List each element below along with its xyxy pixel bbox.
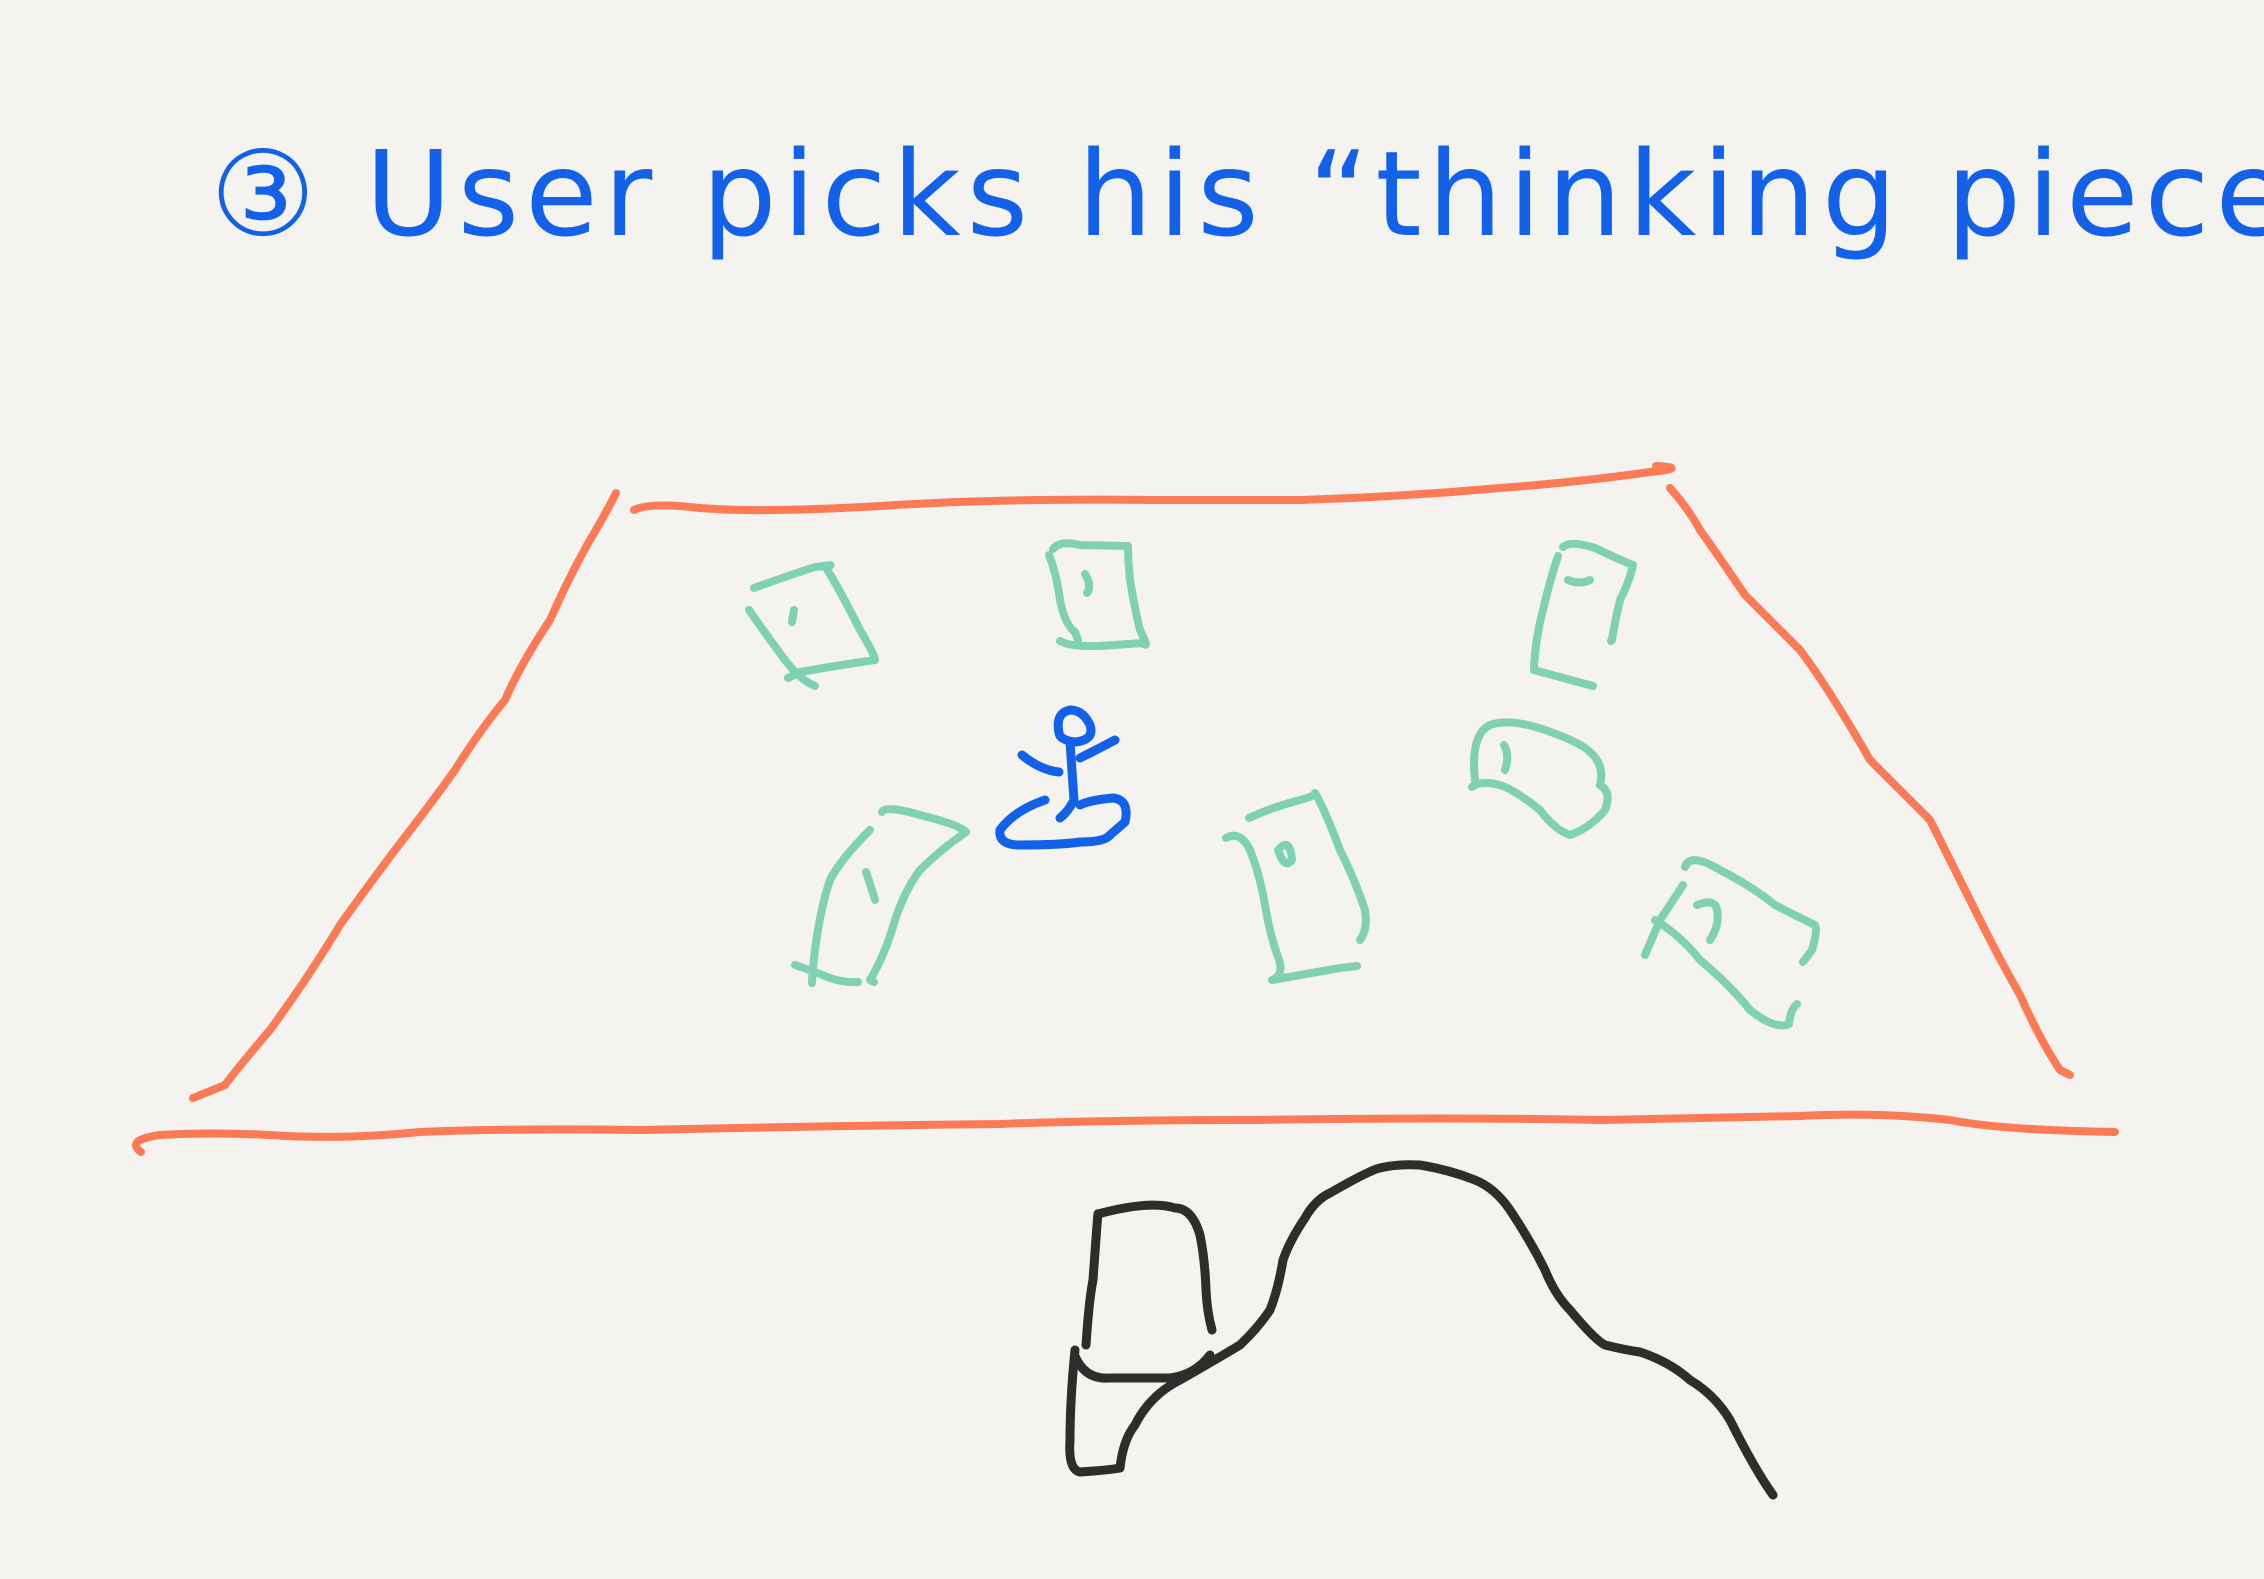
user-figure	[995, 705, 1131, 850]
user-legs-seat	[995, 793, 1131, 850]
phone-bottom	[1070, 1350, 1215, 1383]
table-right-edge	[1666, 484, 2074, 1079]
thinking-piece	[1530, 539, 1637, 690]
user-arms	[1017, 735, 1120, 777]
user-body	[1055, 737, 1079, 823]
table-back-edge	[630, 462, 1676, 515]
thinking-piece	[745, 561, 879, 690]
thinking-piece	[1045, 539, 1150, 651]
title-text: ③ User picks his “thinking pieces”.	[210, 125, 2264, 263]
thinking-piece	[791, 805, 970, 987]
table-surface	[132, 462, 2119, 1156]
phone-outline	[1081, 1200, 1217, 1350]
table-left-edge	[189, 489, 620, 1102]
hand-outline	[1065, 1160, 1778, 1500]
hand-holding-phone	[1065, 1160, 1778, 1500]
thinking-piece	[1222, 789, 1370, 984]
thinking-piece	[1468, 718, 1612, 839]
thinking-piece	[1641, 856, 1820, 1030]
user-head	[1053, 705, 1096, 747]
table-front-edge	[132, 1110, 2119, 1156]
